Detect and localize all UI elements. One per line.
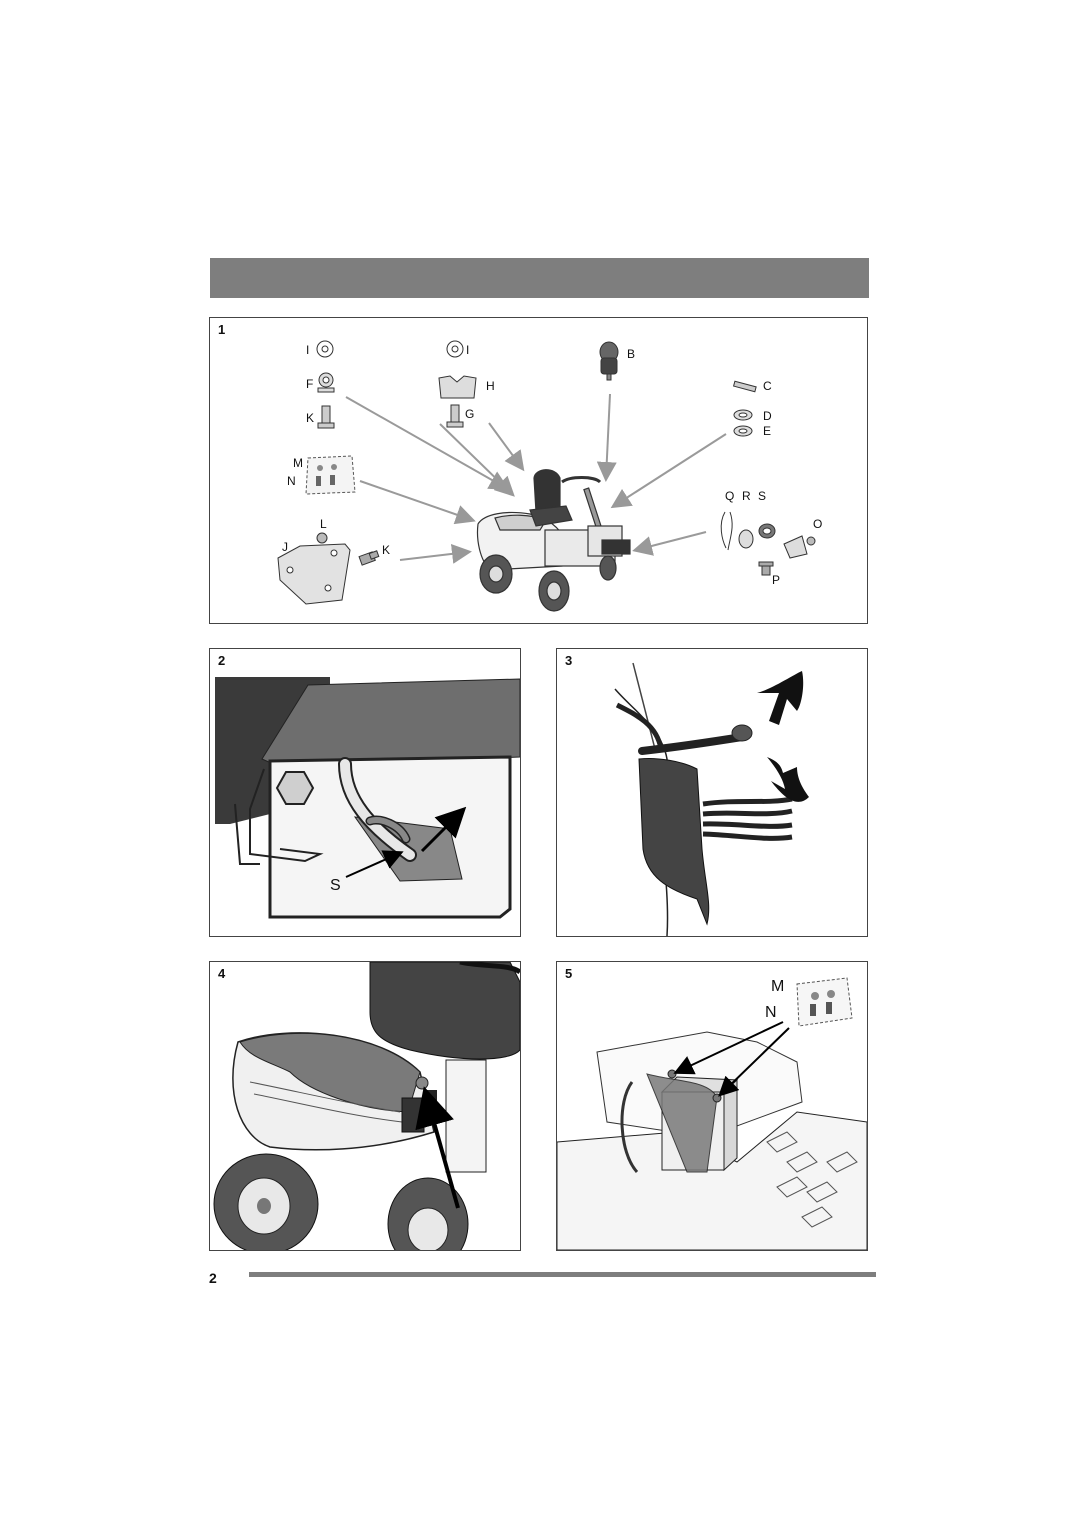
- part-label-b: B: [627, 347, 635, 361]
- part-label-h: H: [486, 379, 495, 393]
- seat-mount-illustration: [213, 962, 520, 1250]
- part-label-i-2: I: [466, 343, 469, 357]
- figure-3-adjust-lever: 3: [556, 648, 868, 937]
- part-label-q: Q: [725, 489, 734, 503]
- footer-bar: [249, 1272, 876, 1277]
- fitting-icon: [317, 372, 335, 393]
- adjust-lever-illustration: [614, 662, 809, 936]
- bolt-icon: [317, 404, 464, 429]
- part-label-o: O: [813, 517, 822, 531]
- part-label-g: G: [465, 407, 474, 421]
- figure-number: 4: [218, 966, 226, 981]
- part-label-e: E: [763, 424, 771, 438]
- figure-number: 3: [565, 653, 573, 668]
- section-header-bar: [210, 258, 869, 298]
- nut-icon: [316, 532, 328, 544]
- bushing-icon: [758, 523, 776, 539]
- part-label-i: I: [306, 343, 309, 357]
- label-n: N: [765, 1004, 777, 1021]
- assembly-arrows: [345, 393, 727, 564]
- part-label-m: M: [293, 456, 303, 470]
- screw-bag-icon: [796, 977, 853, 1027]
- part-label-k-2: K: [382, 543, 390, 557]
- bracket-icon: [438, 375, 477, 399]
- label-m: M: [771, 978, 784, 995]
- figure-number: 1: [218, 322, 226, 337]
- part-label-l: L: [320, 517, 327, 531]
- nut-icon-o: [806, 536, 816, 546]
- part-label-r: R: [742, 489, 751, 503]
- part-label-c: C: [763, 379, 772, 393]
- part-label-f: F: [306, 377, 313, 391]
- bolt-icon-p: [758, 561, 774, 576]
- part-label-j: J: [282, 540, 288, 554]
- figure-2-seat-lever: 2 S: [209, 648, 521, 937]
- battery-illustration: M N: [557, 977, 867, 1250]
- seat-lever-illustration: S: [215, 677, 520, 919]
- part-label-s: S: [758, 489, 766, 503]
- label-s: S: [330, 877, 341, 894]
- figure-1-parts-overview: 1 I I B F H C K G D E M N Q R S L O J K …: [209, 317, 868, 624]
- figure-5-battery: 5 M N: [556, 961, 868, 1251]
- parts-illustration: I I B F H C K G D E M N Q R S L O J K P: [277, 340, 822, 612]
- figure-4-seat-mount: 4: [209, 961, 521, 1251]
- page-number: 2: [209, 1270, 217, 1286]
- bolt-icon-2: [358, 550, 380, 566]
- ignition-key-icon: [599, 341, 619, 381]
- part-label-d: D: [763, 409, 772, 423]
- angle-plate-icon: [783, 535, 808, 559]
- ride-on-mower-illustration: [476, 469, 631, 612]
- washer-pair-icon: [733, 409, 753, 437]
- part-label-n: N: [287, 474, 296, 488]
- clip-pin-icon: [720, 511, 733, 551]
- figure-number: 5: [565, 966, 573, 981]
- part-label-k: K: [306, 411, 314, 425]
- mounting-bracket-icon: [277, 543, 351, 605]
- part-label-p: P: [772, 573, 780, 587]
- pin-icon: [732, 380, 757, 393]
- figure-number: 2: [218, 653, 226, 668]
- screw-bag-icon: [305, 455, 356, 495]
- washer-icon: [316, 340, 464, 358]
- washer-icon-r: [738, 529, 754, 549]
